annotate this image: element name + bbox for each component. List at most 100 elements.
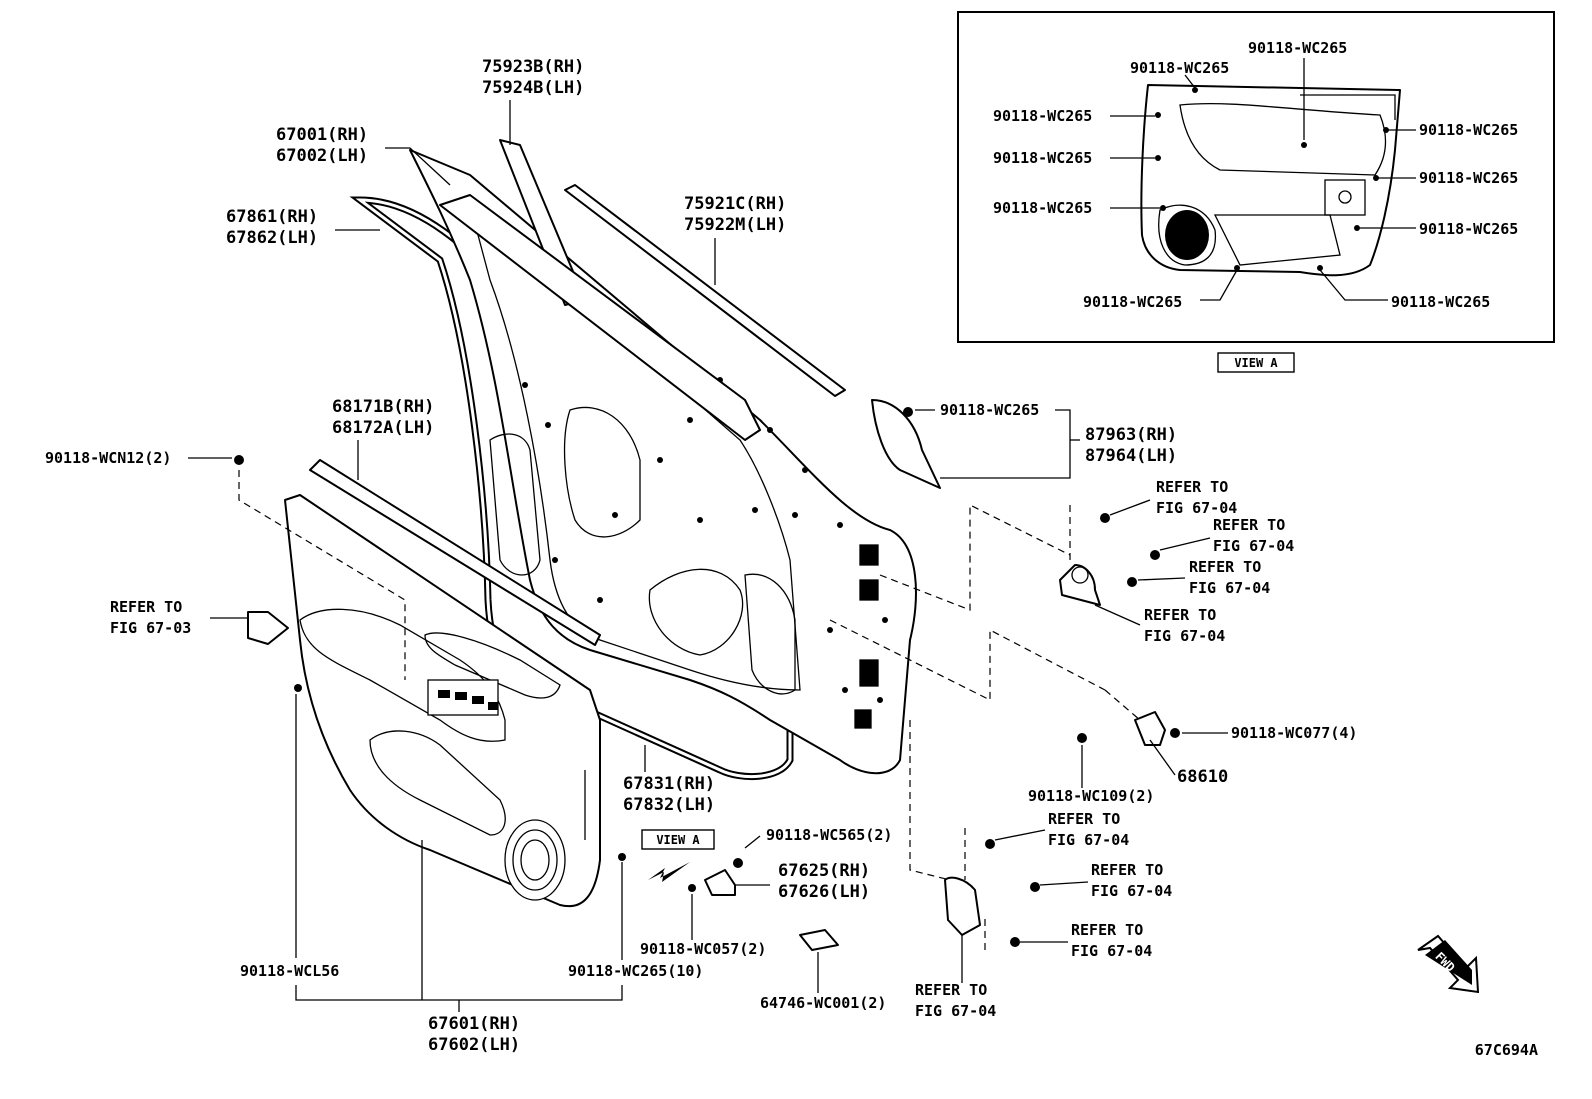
callout-line: FIG 67-04 xyxy=(1156,499,1237,517)
inset-callout-5: 90118-WC265 xyxy=(993,199,1092,217)
callout-line: 75924B(LH) xyxy=(482,78,584,98)
inset-callout-1: 90118-WC265 xyxy=(1248,39,1347,57)
callout-line: 75922M(LH) xyxy=(684,215,786,235)
inset-callout-7: 90118-WC265 xyxy=(1419,169,1518,187)
callout-line: REFER TO xyxy=(110,598,182,616)
callout-line: 67602(LH) xyxy=(428,1035,520,1055)
callout-67861: 67861(RH)67862(LH) xyxy=(226,207,318,248)
callout-90118-wc077: 90118-WC077(4) xyxy=(1231,724,1357,742)
callout-line: 90118-WC265 xyxy=(940,401,1039,419)
callout-line: 75921C(RH) xyxy=(684,194,786,214)
view-a-caption: VIEW A xyxy=(1217,352,1295,373)
callout-75923b: 75923B(RH)75924B(LH) xyxy=(482,57,584,98)
callout-refer-fig-67-03: REFER TO FIG 67-03 xyxy=(110,598,191,637)
inset-callout-3: 90118-WC265 xyxy=(993,107,1092,125)
callout-line: 90118-WC265 xyxy=(993,149,1092,167)
view-direction-arrow-icon xyxy=(648,862,690,882)
callout-line: REFER TO xyxy=(1144,606,1216,624)
callout-line: REFER TO xyxy=(1091,861,1163,879)
callout-line: 90118-WCL56 xyxy=(240,962,339,980)
callout-line: 90118-WC565(2) xyxy=(766,826,892,844)
callout-90118-wc109: 90118-WC109(2) xyxy=(1028,787,1154,805)
callout-refer-fig-67-04-c: REFER TO FIG 67-04 xyxy=(1189,558,1270,597)
callout-line: 67626(LH) xyxy=(778,882,870,902)
inset-callout-6: 90118-WC265 xyxy=(1419,121,1518,139)
callout-67001: 67001(RH)67002(LH) xyxy=(276,125,368,166)
callout-line: FIG 67-04 xyxy=(1213,537,1294,555)
callout-line: 67601(RH) xyxy=(428,1014,520,1034)
view-a-caption-text: VIEW A xyxy=(1234,356,1278,370)
alignment-lines xyxy=(238,470,1141,950)
callout-90118-wcl56: 90118-WCL56 xyxy=(240,962,339,980)
callout-90118-wc565: 90118-WC565(2) xyxy=(766,826,892,844)
callout-67831: 67831(RH)67832(LH) xyxy=(623,774,715,815)
callout-line: 90118-WC109(2) xyxy=(1028,787,1154,805)
figure-code: 67C694A xyxy=(1475,1041,1538,1059)
callout-line: 90118-WC057(2) xyxy=(640,940,766,958)
callout-line: REFER TO xyxy=(1048,810,1120,828)
door-drawing xyxy=(234,139,1180,951)
inset-callout-10: 90118-WC265 xyxy=(1391,293,1490,311)
callout-line: 64746-WC001(2) xyxy=(760,994,886,1012)
callout-refer-fig-67-04-g: REFER TO FIG 67-04 xyxy=(1071,921,1152,960)
callout-line: REFER TO xyxy=(1156,478,1228,496)
callout-line: REFER TO xyxy=(1189,558,1261,576)
callout-line: 90118-WC265 xyxy=(1130,59,1229,77)
callout-line: 90118-WC265 xyxy=(993,107,1092,125)
callout-line: 90118-WC265 xyxy=(1083,293,1182,311)
callout-line: 90118-WC265(10) xyxy=(568,962,703,980)
callout-line: FIG 67-04 xyxy=(1144,627,1225,645)
callout-line: 90118-WC265 xyxy=(1419,220,1518,238)
inset-callout-8: 90118-WC265 xyxy=(1419,220,1518,238)
callout-68610: 68610 xyxy=(1177,767,1228,787)
callout-line: 87964(LH) xyxy=(1085,446,1177,466)
callout-line: 90118-WC265 xyxy=(1419,121,1518,139)
callout-90118-wc265-10: 90118-WC265(10) xyxy=(568,962,703,980)
callout-line: FIG 67-04 xyxy=(1189,579,1270,597)
callout-labels: 75923B(RH)75924B(LH) 67001(RH)67002(LH) … xyxy=(45,39,1538,1059)
callout-line: 68171B(RH) xyxy=(332,397,434,417)
callout-refer-fig-67-04-a: REFER TO FIG 67-04 xyxy=(1156,478,1237,517)
callout-line: 75923B(RH) xyxy=(482,57,584,77)
callout-line: 87963(RH) xyxy=(1085,425,1177,445)
callout-line: REFER TO xyxy=(915,981,987,999)
callout-line: 90118-WC265 xyxy=(1248,39,1347,57)
callout-90118-wc057: 90118-WC057(2) xyxy=(640,940,766,958)
callout-line: 67831(RH) xyxy=(623,774,715,794)
callout-line: 90118-WC265 xyxy=(1391,293,1490,311)
view-a-tag: VIEW A xyxy=(641,829,715,882)
callout-line: 68172A(LH) xyxy=(332,418,434,438)
callout-refer-fig-67-04-h: REFER TO FIG 67-04 xyxy=(915,981,996,1020)
callout-line: 90118-WC265 xyxy=(1419,169,1518,187)
callout-90118-wc265-cover: 90118-WC265 xyxy=(940,401,1039,419)
callout-refer-fig-67-04-d: REFER TO FIG 67-04 xyxy=(1144,606,1225,645)
callout-64746-wc001: 64746-WC001(2) xyxy=(760,994,886,1012)
callout-line: 67625(RH) xyxy=(778,861,870,881)
callout-68171b: 68171B(RH)68172A(LH) xyxy=(332,397,434,438)
callout-line: FIG 67-04 xyxy=(1048,831,1129,849)
view-a-inset xyxy=(957,11,1555,343)
callout-line: FIG 67-04 xyxy=(915,1002,996,1020)
inset-callout-9: 90118-WC265 xyxy=(1083,293,1182,311)
callout-line: FIG 67-03 xyxy=(110,619,191,637)
view-a-tag-text: VIEW A xyxy=(656,833,700,847)
callout-line: 90118-WC265 xyxy=(993,199,1092,217)
callout-line: 67832(LH) xyxy=(623,795,715,815)
callout-line: 90118-WCN12(2) xyxy=(45,449,171,467)
fwd-arrow-icon: FWD xyxy=(1417,934,1480,994)
callout-line: 90118-WC077(4) xyxy=(1231,724,1357,742)
callout-line: REFER TO xyxy=(1213,516,1285,534)
callout-line: REFER TO xyxy=(1071,921,1143,939)
callout-line: 68610 xyxy=(1177,767,1228,787)
callout-line: 67861(RH) xyxy=(226,207,318,227)
callout-line: FIG 67-04 xyxy=(1071,942,1152,960)
callout-87963: 87963(RH)87964(LH) xyxy=(1085,425,1177,466)
callout-line: 67002(LH) xyxy=(276,146,368,166)
callout-refer-fig-67-04-e: REFER TO FIG 67-04 xyxy=(1048,810,1129,849)
leader-lines xyxy=(188,100,1228,1012)
callout-line: 67862(LH) xyxy=(226,228,318,248)
inset-callout-4: 90118-WC265 xyxy=(993,149,1092,167)
callout-75921c: 75921C(RH)75922M(LH) xyxy=(684,194,786,235)
callout-refer-fig-67-04-b: REFER TO FIG 67-04 xyxy=(1213,516,1294,555)
